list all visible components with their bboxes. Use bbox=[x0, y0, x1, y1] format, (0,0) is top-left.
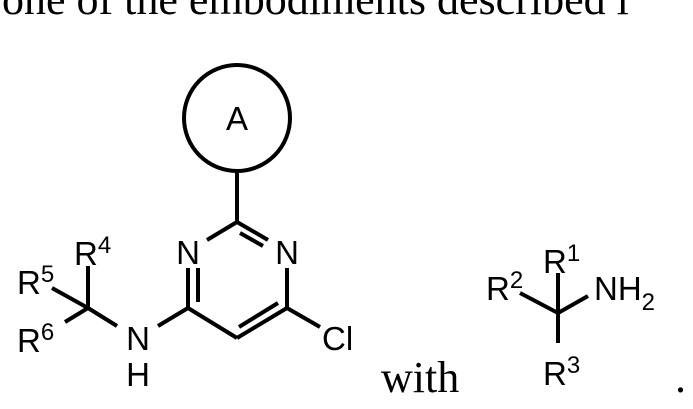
atom-h: H bbox=[126, 356, 150, 393]
atom-cl: Cl bbox=[322, 320, 353, 357]
group-r6: R6 bbox=[17, 319, 54, 359]
atom-n1: N bbox=[176, 234, 200, 271]
ring-a-label: A bbox=[226, 100, 248, 137]
bond bbox=[188, 308, 237, 338]
pyrimidine-reactant: A N N Cl N H R4 R5 R6 bbox=[17, 65, 353, 393]
bond bbox=[88, 308, 117, 326]
bond bbox=[65, 308, 88, 322]
group-r5: R5 bbox=[17, 261, 54, 301]
bond bbox=[237, 222, 268, 240]
atom-n-amine: N bbox=[126, 320, 150, 357]
bond bbox=[52, 288, 88, 308]
group-nh2: NH2 bbox=[594, 270, 655, 316]
header-text: one of the embodiments described i bbox=[2, 0, 629, 24]
group-r1: R1 bbox=[543, 240, 580, 280]
amine-reactant: R1 R2 NH2 R3 bbox=[486, 240, 655, 392]
group-r4: R4 bbox=[74, 232, 111, 272]
bond bbox=[558, 296, 588, 313]
atom-n3: N bbox=[275, 234, 299, 271]
with-text: with bbox=[381, 353, 459, 402]
group-r3: R3 bbox=[543, 352, 580, 392]
group-r2: R2 bbox=[486, 267, 523, 307]
bond bbox=[520, 293, 558, 313]
bond bbox=[287, 308, 320, 327]
period: . bbox=[675, 353, 686, 402]
bond bbox=[207, 222, 237, 240]
bond bbox=[158, 308, 188, 326]
